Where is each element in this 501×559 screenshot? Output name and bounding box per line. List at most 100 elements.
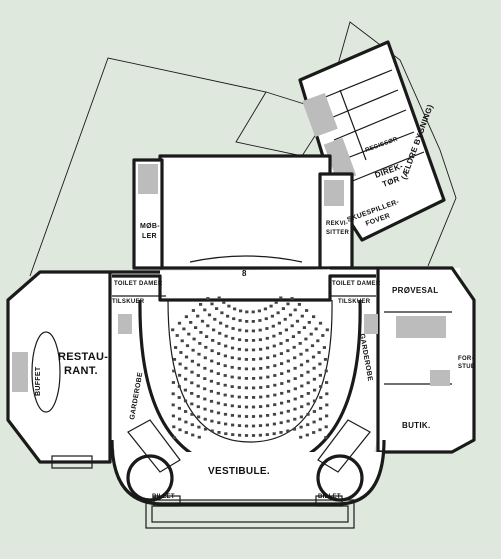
seat (209, 399, 214, 403)
seat (223, 393, 227, 397)
label-toilet-damer-right: TOILET DAMER (332, 281, 381, 287)
seat (196, 374, 200, 377)
label-restaurant: RESTAU-RANT. (58, 351, 108, 377)
seat (212, 328, 216, 332)
seat (278, 331, 282, 335)
seat (184, 420, 188, 424)
seat (305, 433, 309, 437)
seat (196, 395, 200, 398)
seating-area (171, 296, 329, 439)
seat (244, 396, 248, 399)
seat (276, 311, 280, 315)
seat (190, 423, 194, 427)
label-toilet-damer-left: TOILET DAMER (114, 281, 163, 287)
seat (318, 321, 323, 325)
seat (288, 313, 293, 317)
seat (293, 377, 297, 380)
seat (238, 433, 242, 437)
seat (251, 434, 256, 437)
seat (225, 324, 229, 328)
seat (252, 367, 256, 371)
seat (199, 303, 203, 306)
seat (232, 317, 236, 321)
seat (177, 321, 182, 325)
auditorium (112, 255, 378, 472)
seat (280, 372, 284, 375)
seat (191, 348, 195, 352)
seat (266, 365, 270, 369)
seat (286, 302, 290, 306)
seat (171, 414, 175, 418)
seat (299, 425, 303, 429)
seat (279, 342, 283, 345)
seat (230, 404, 234, 408)
seat (302, 326, 306, 329)
seat (266, 404, 270, 408)
seat (305, 348, 309, 352)
seat (259, 386, 263, 389)
seat (184, 377, 188, 381)
seat (187, 332, 191, 336)
seat (230, 394, 234, 398)
seat (259, 367, 263, 370)
seat (304, 337, 308, 341)
seat (215, 307, 219, 310)
seat (293, 366, 297, 370)
seat (293, 356, 297, 360)
seat (266, 414, 270, 417)
seat (297, 331, 301, 334)
label-provesal: PRØVESAL (392, 286, 438, 295)
seat (299, 415, 303, 419)
seat (251, 329, 255, 333)
seat (244, 424, 249, 428)
seat (284, 328, 288, 332)
seat (293, 417, 297, 421)
seat (251, 348, 256, 352)
seat (223, 383, 227, 387)
seat (279, 352, 283, 355)
seat (265, 346, 270, 350)
seat (172, 436, 176, 439)
seat (318, 417, 322, 421)
seat (300, 374, 304, 377)
seat (259, 414, 263, 418)
seat (190, 370, 194, 374)
seat (285, 339, 289, 342)
seat (209, 379, 213, 383)
seat (251, 339, 256, 342)
seat (312, 431, 316, 434)
seat (266, 356, 270, 360)
seat (324, 436, 328, 439)
seat (203, 387, 207, 391)
seat (196, 314, 200, 318)
seat (223, 364, 227, 368)
seat (237, 357, 241, 361)
seat (306, 370, 310, 374)
seat (319, 396, 323, 399)
seat (314, 327, 318, 331)
seat (222, 301, 226, 304)
seat (265, 336, 269, 340)
seat (272, 334, 276, 338)
seat (265, 433, 269, 436)
seat (259, 405, 263, 408)
seat (321, 334, 325, 337)
seat (245, 320, 249, 323)
seat (223, 412, 228, 416)
seat (324, 425, 328, 429)
seat (258, 433, 262, 437)
seat (297, 303, 301, 306)
seat (251, 310, 255, 314)
seat (306, 381, 310, 385)
seat (311, 355, 316, 359)
seat (251, 424, 256, 428)
seat (203, 427, 208, 431)
seat (266, 385, 270, 388)
seat (230, 375, 234, 379)
seat (272, 412, 277, 416)
seat (252, 377, 256, 380)
seat (209, 389, 213, 393)
seat (233, 307, 237, 311)
seat (292, 427, 297, 431)
seat (231, 423, 235, 427)
